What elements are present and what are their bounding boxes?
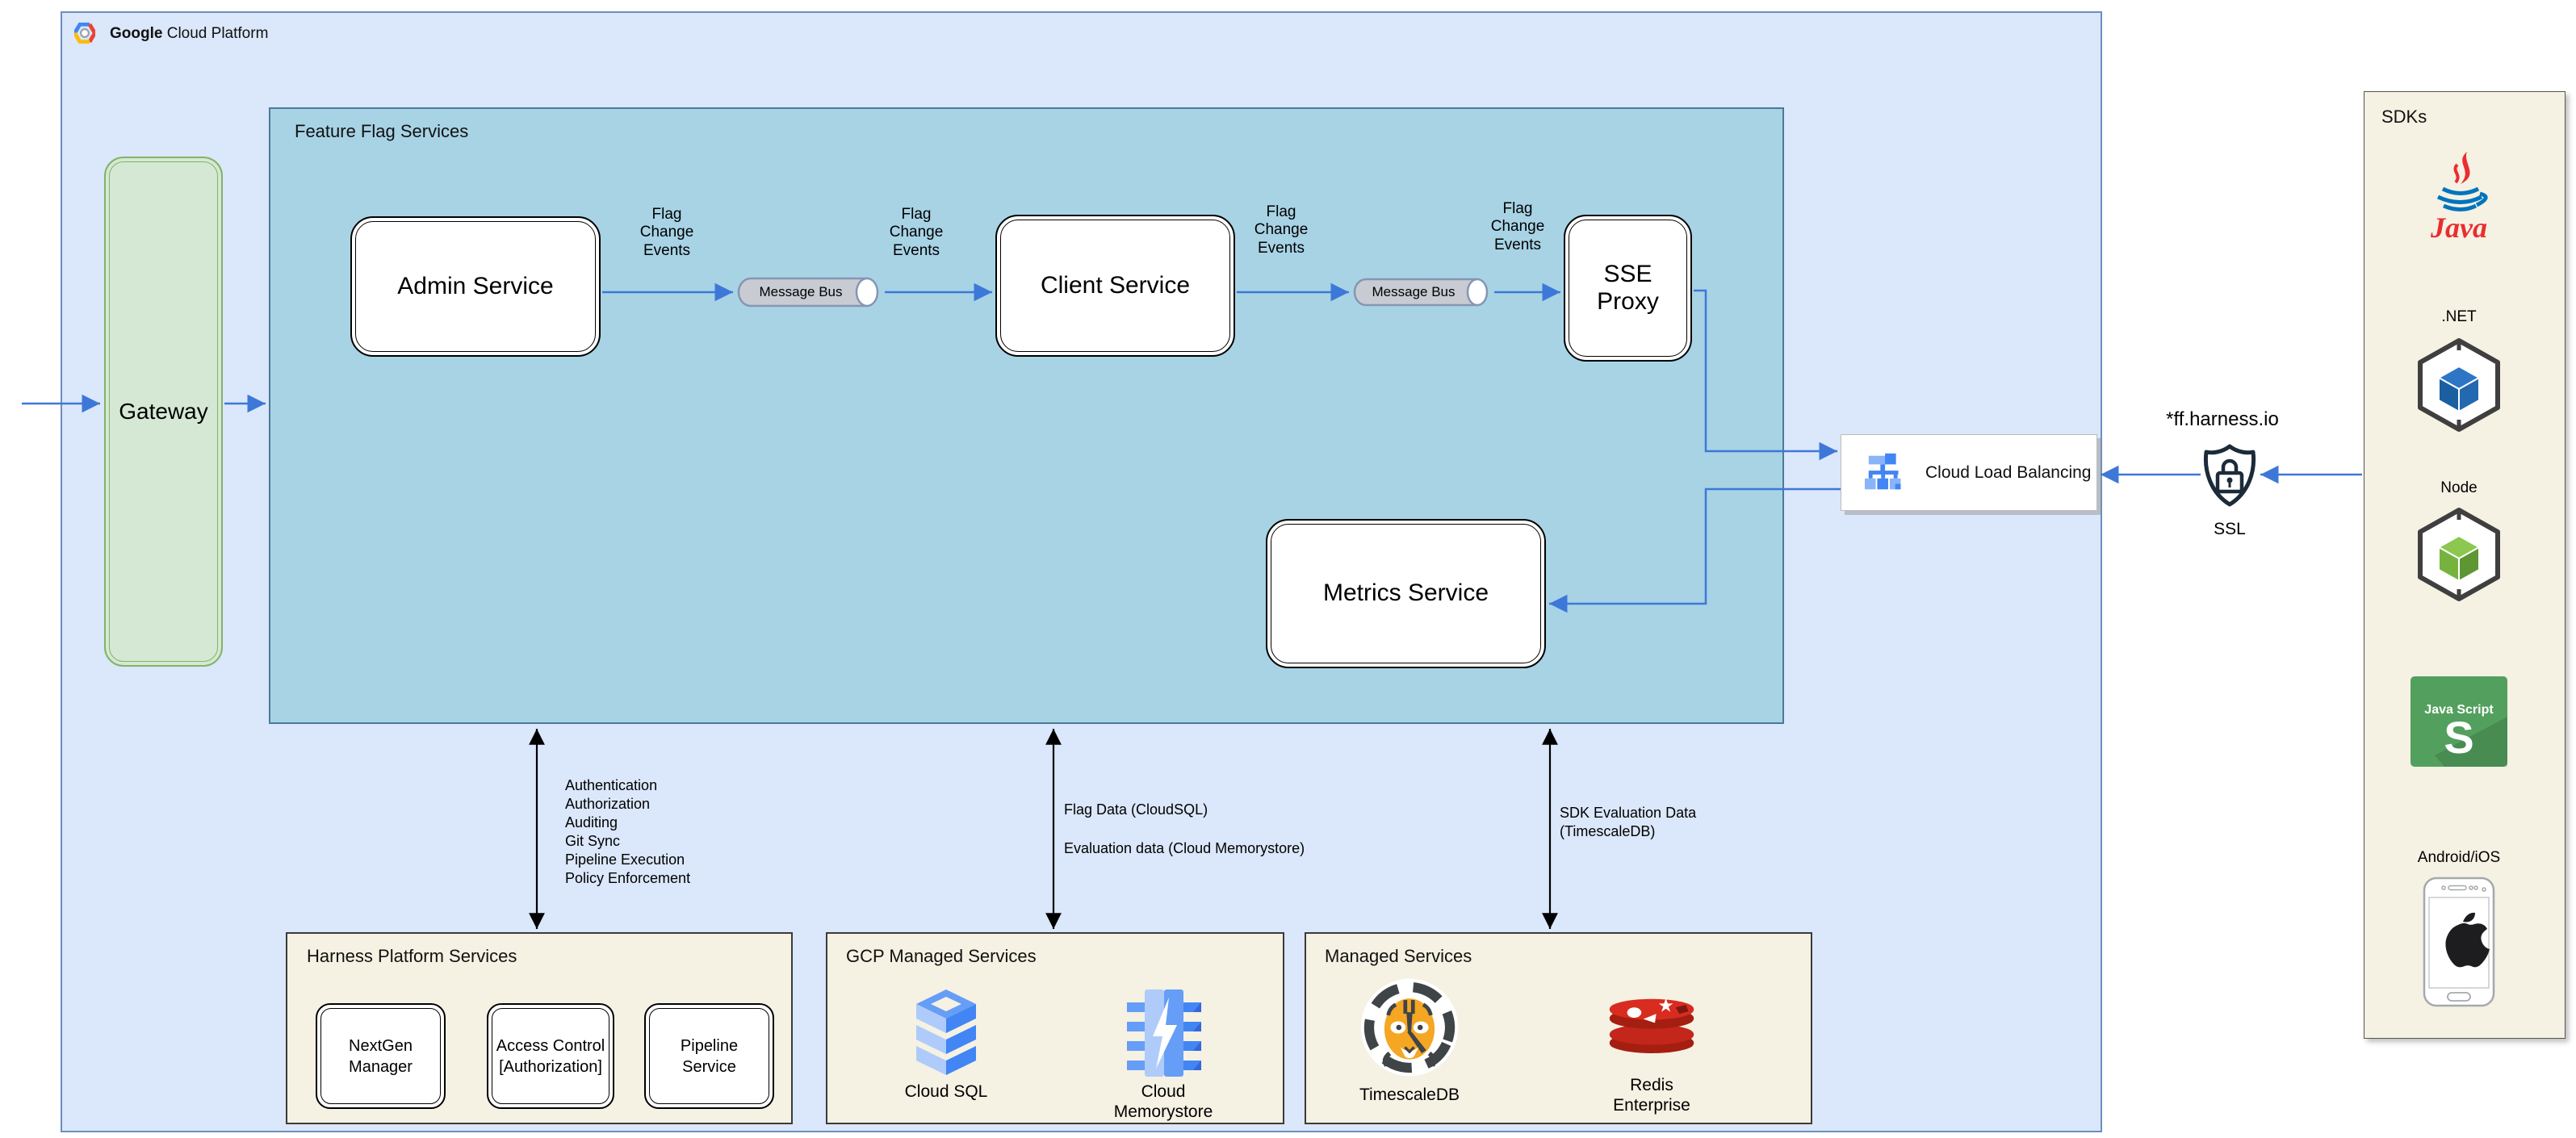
flag-data-annotation: Flag Data (CloudSQL) xyxy=(1064,801,1208,818)
node-package-cube-icon xyxy=(2417,507,2501,602)
load-balancer-icon xyxy=(1864,452,1911,494)
nextgen-manager-label: NextGen Manager xyxy=(349,1036,413,1076)
cloud-load-balancing-label: Cloud Load Balancing xyxy=(1925,462,2092,482)
flow-label-bus-to-client: Flag Change Events xyxy=(889,206,944,259)
timescaledb-caption: TimescaleDB xyxy=(1359,1086,1460,1104)
pipeline-service-node: Pipeline Service xyxy=(644,1003,774,1109)
platform-ops-annotation: Authentication Authorization Auditing Gi… xyxy=(565,776,690,888)
javascript-title-text: Java Script xyxy=(2424,703,2494,717)
access-control-node: Access Control [Authorization] xyxy=(487,1003,614,1109)
gateway-node: Gateway xyxy=(104,157,223,667)
annotation-line: Auditing xyxy=(565,814,618,831)
annotation-line: Authorization xyxy=(565,796,651,813)
flow-label-client-to-bus: Flag Change Events xyxy=(1254,203,1309,257)
gcp-managed-services-title: GCP Managed Services xyxy=(846,946,1037,966)
gcp-header-title: Google Cloud Platform xyxy=(110,25,268,43)
pipeline-service-label: Pipeline Service xyxy=(680,1036,739,1076)
message-bus-1: Message Bus xyxy=(736,277,883,308)
admin-service-label: Admin Service xyxy=(397,272,554,299)
message-bus-2-label: Message Bus xyxy=(1372,284,1456,299)
feature-flag-services-title: Feature Flag Services xyxy=(295,121,469,141)
message-bus-1-label: Message Bus xyxy=(759,284,843,299)
flow-label-admin-to-bus: Flag Change Events xyxy=(639,206,694,259)
java-logo-icon: Java xyxy=(2419,147,2499,248)
cloud-load-balancing-card: Cloud Load Balancing xyxy=(1841,434,2097,511)
dotnet-package-cube-icon xyxy=(2417,337,2501,433)
javascript-s-letter: S xyxy=(2444,712,2473,763)
ssl-shield-lock-icon xyxy=(2202,444,2257,507)
cloud-memorystore-caption: Cloud Memorystore xyxy=(1113,1082,1213,1122)
cloud-sql-icon xyxy=(913,988,979,1078)
admin-service-node: Admin Service xyxy=(350,216,601,357)
harness-platform-services-title: Harness Platform Services xyxy=(307,946,517,966)
client-service-node: Client Service xyxy=(995,215,1235,357)
smartphone-apple-icon xyxy=(2423,877,2495,1007)
android-ios-label: Android/iOS xyxy=(2417,849,2501,866)
message-bus-2: Message Bus xyxy=(1352,278,1493,307)
dotnet-label: .NET xyxy=(2441,308,2477,325)
gateway-label: Gateway xyxy=(119,398,208,424)
timescaledb-tiger-icon xyxy=(1356,974,1463,1081)
annotation-line: Git Sync xyxy=(565,833,621,850)
brand-bold: Google xyxy=(110,25,163,42)
access-control-label: Access Control [Authorization] xyxy=(496,1036,605,1076)
ssl-label: SSL xyxy=(2214,520,2246,538)
annotation-line: Authentication xyxy=(565,777,658,793)
annotation-line: Pipeline Execution xyxy=(565,851,685,868)
javascript-square-icon: Java Script S xyxy=(2411,676,2507,767)
node-label: Node xyxy=(2440,479,2478,496)
redis-enterprise-icon xyxy=(1603,981,1700,1067)
sdk-evaluation-annotation: SDK Evaluation Data (TimescaleDB) xyxy=(1560,805,1697,840)
java-logo-text: Java xyxy=(2430,211,2487,244)
cloud-memorystore-icon xyxy=(1122,988,1206,1078)
redis-enterprise-caption: Redis Enterprise xyxy=(1613,1076,1690,1115)
managed-services-title: Managed Services xyxy=(1325,946,1472,966)
sdks-title: SDKs xyxy=(2381,107,2427,127)
evaluation-data-annotation: Evaluation data (Cloud Memorystore) xyxy=(1064,840,1305,856)
metrics-service-label: Metrics Service xyxy=(1322,579,1489,607)
harness-domain-label: *ff.harness.io xyxy=(2166,408,2279,430)
annotation-line: Policy Enforcement xyxy=(565,870,691,887)
sse-proxy-label: SSE Proxy xyxy=(1597,260,1659,316)
flow-label-bus-to-sse: Flag Change Events xyxy=(1490,200,1545,253)
nextgen-manager-node: NextGen Manager xyxy=(316,1003,446,1109)
brand-rest: Cloud Platform xyxy=(162,25,269,42)
client-service-label: Client Service xyxy=(1040,271,1191,299)
gcp-managed-services-panel xyxy=(826,932,1284,1124)
cloud-sql-caption: Cloud SQL xyxy=(904,1082,988,1101)
gcp-hexagon-logo-icon xyxy=(74,23,95,44)
sse-proxy-node: SSE Proxy xyxy=(1564,215,1692,362)
metrics-service-node: Metrics Service xyxy=(1266,519,1546,668)
